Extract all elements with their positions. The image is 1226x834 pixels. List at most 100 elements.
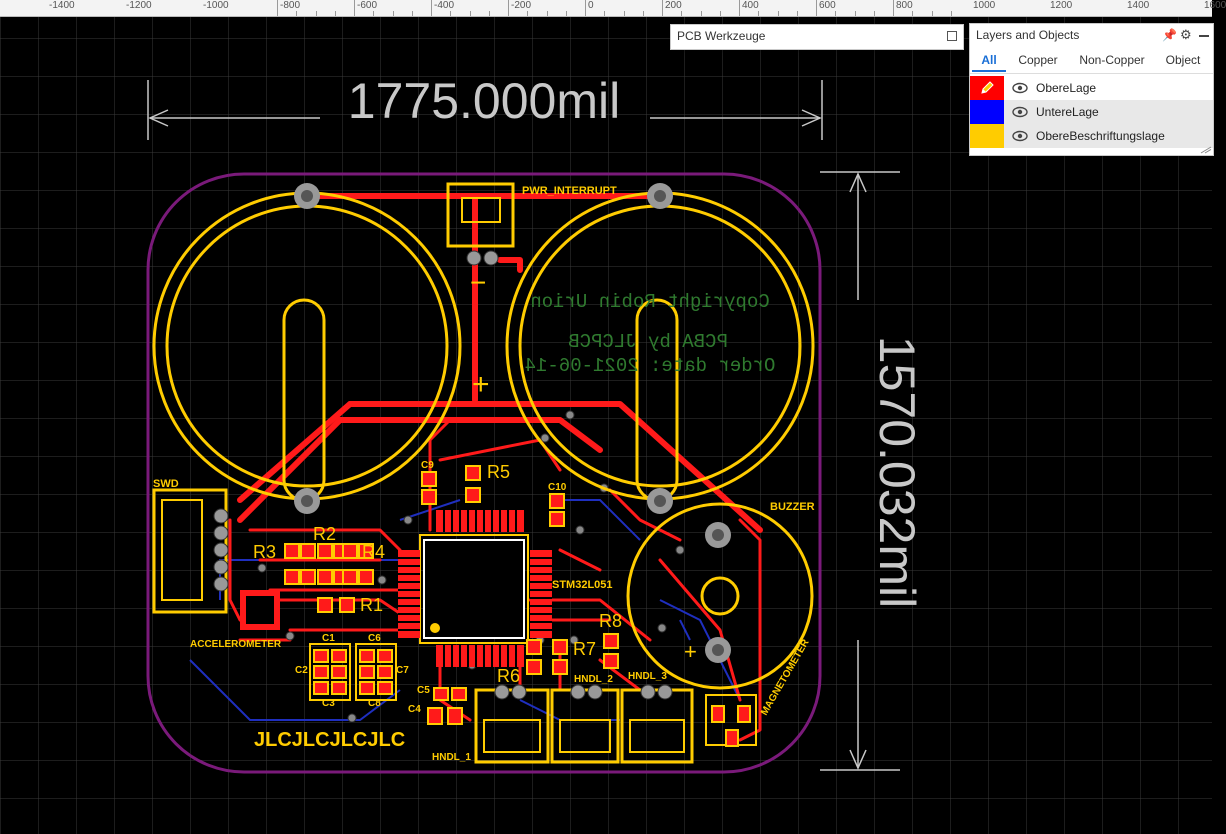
label-swd: SWD — [153, 478, 179, 490]
ruler-tick — [354, 0, 355, 16]
ruler-tick — [700, 11, 702, 16]
label-hndl3: HNDL_3 — [628, 671, 667, 682]
layer-name: ObereLage — [1036, 81, 1097, 95]
board-outline — [146, 172, 822, 774]
ruler-tick — [796, 11, 798, 16]
tab-all[interactable]: All — [972, 48, 1006, 72]
ruler-label: -400 — [434, 0, 455, 11]
ruler-tick — [488, 11, 490, 16]
label-hndl1: HNDL_1 — [432, 752, 471, 763]
label-hndl2: HNDL_2 — [574, 674, 613, 685]
ruler-tick — [508, 0, 509, 16]
tab-non-copper[interactable]: Non-Copper — [1079, 53, 1145, 67]
ruler-tick — [469, 11, 471, 16]
label-buzzer: BUZZER — [770, 501, 815, 513]
maximize-icon[interactable] — [947, 31, 957, 41]
pcb-tools-title: PCB Werkzeuge — [677, 29, 766, 43]
ruler-tick — [392, 11, 394, 16]
layer-name: UntereLage — [1036, 105, 1099, 119]
mounting-holes — [294, 183, 731, 663]
label-mcu: STM32L051 — [552, 579, 613, 591]
pin-icon[interactable]: 📌 — [1162, 28, 1177, 42]
ruler-tick — [431, 0, 432, 16]
ruler-label: 0 — [588, 0, 594, 11]
label-c9: C9 — [421, 460, 434, 471]
ruler-tick — [565, 11, 567, 16]
gear-icon[interactable]: ⚙ — [1180, 27, 1192, 42]
ruler-tick — [719, 11, 721, 16]
width-dimension — [147, 80, 823, 140]
mcu-pad-gaps — [398, 510, 552, 667]
label-pwr-interrupt: PWR_INTERRUPT — [522, 185, 617, 197]
ruler-label: -800 — [280, 0, 301, 11]
ruler-label: 1400 — [1127, 0, 1150, 11]
layers-panel-header: Layers and Objects 📌 ⚙ — [970, 24, 1213, 48]
label-battery-minus: − — [470, 267, 486, 298]
eye-icon[interactable] — [1012, 130, 1028, 142]
height-dimension — [820, 171, 900, 771]
layer-color-swatch[interactable] — [970, 124, 1004, 148]
ruler-label: 1200 — [1050, 0, 1073, 11]
label-c6: C6 — [368, 633, 381, 644]
ruler-label: 400 — [742, 0, 759, 11]
ruler-tick — [373, 11, 375, 16]
ruler-tick — [873, 11, 875, 16]
minimize-icon[interactable] — [1199, 35, 1209, 37]
layers-panel-title: Layers and Objects — [976, 28, 1080, 42]
ruler-tick — [604, 11, 606, 16]
ruler-tick — [816, 0, 817, 16]
layer-row-top[interactable]: ObereLage — [970, 76, 1213, 100]
label-c4: C4 — [408, 704, 421, 715]
ruler-tick — [296, 11, 298, 16]
ruler-tick — [334, 11, 336, 16]
eye-icon[interactable] — [1012, 82, 1028, 94]
mcu-pads — [398, 510, 552, 667]
label-r4: R4 — [362, 542, 385, 562]
copyright-text: Copyright Robin Urion — [530, 291, 769, 313]
layer-row-top-silk[interactable]: ObereBeschriftungslage — [970, 124, 1213, 148]
ruler-label: 800 — [896, 0, 913, 11]
tab-copper[interactable]: Copper — [1018, 53, 1058, 67]
label-r7: R7 — [573, 639, 596, 659]
mcu-pin1-marker — [430, 623, 440, 633]
mcu-body[interactable] — [423, 539, 525, 639]
ruler-tick — [642, 11, 644, 16]
ruler-tick — [662, 0, 663, 16]
pcb-tools-panel[interactable]: PCB Werkzeuge — [670, 24, 964, 50]
tab-object[interactable]: Object — [1165, 53, 1201, 67]
ruler-tick — [758, 11, 760, 16]
layers-panel[interactable]: Layers and Objects 📌 ⚙ All Copper Non-Co… — [969, 23, 1214, 156]
ruler-tick — [950, 11, 952, 16]
label-c3: C3 — [322, 698, 335, 709]
ruler-tick — [681, 11, 683, 16]
ruler-label: -200 — [511, 0, 532, 11]
ruler-tick — [527, 11, 529, 16]
label-c2: C2 — [295, 665, 308, 676]
layer-row-bottom[interactable]: UntereLage — [970, 100, 1213, 124]
ruler-tick — [623, 11, 625, 16]
bottom-silkscreen-text: Copyright Robin Urion PCBA by JLCPCB Ord… — [525, 291, 776, 377]
passive-pads — [284, 465, 751, 747]
label-r6: R6 — [497, 666, 520, 686]
label-c1: C1 — [322, 633, 335, 644]
connector-pins — [213, 250, 673, 700]
resize-grip-icon[interactable] — [1200, 146, 1212, 154]
ruler-tick — [777, 11, 779, 16]
order-date-text: Order date: 2021-06-14 — [525, 355, 776, 377]
label-c5: C5 — [417, 685, 430, 696]
ruler-tick — [585, 0, 586, 16]
label-accelerometer: ACCELEROMETER — [190, 639, 282, 650]
eye-icon[interactable] — [1012, 106, 1028, 118]
layer-color-swatch[interactable] — [970, 100, 1004, 124]
label-r1: R1 — [360, 595, 383, 615]
ruler-tick — [931, 11, 933, 16]
label-r2: R2 — [313, 524, 336, 544]
ruler-tick — [835, 11, 837, 16]
label-battery-plus: + — [472, 368, 490, 401]
ruler-label: -600 — [357, 0, 378, 11]
label-buzzer-plus: + — [684, 639, 697, 664]
ruler-label: 1000 — [973, 0, 996, 11]
label-c8: C8 — [368, 698, 381, 709]
ruler-label: -1200 — [126, 0, 152, 11]
